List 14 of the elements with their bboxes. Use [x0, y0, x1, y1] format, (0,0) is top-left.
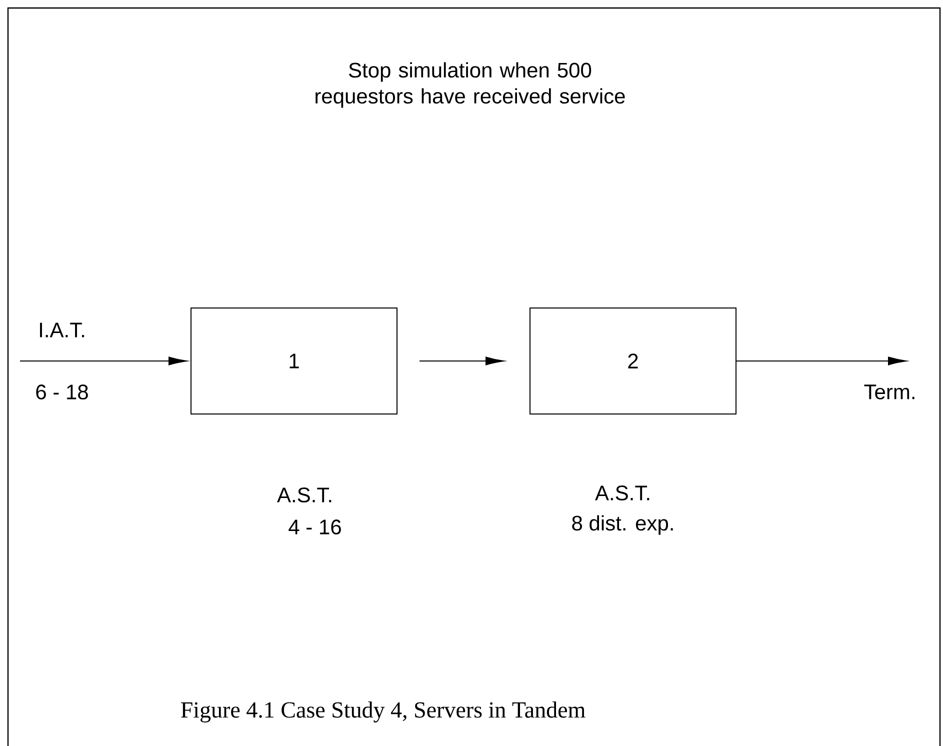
caption: Figure 4.1 Case Study 4, Servers in Tandem [181, 702, 586, 722]
server-box: 1 [190, 308, 398, 414]
arrow [20, 356, 187, 366]
server-box: 2 [530, 308, 736, 414]
edge-label: I.A.T. [40, 322, 84, 338]
service-time-label: 4 - 16 [288, 520, 341, 534]
service-time-label: A.S.T. [595, 486, 650, 500]
service-time-label: 8 dist. exp. [572, 515, 673, 535]
service-time-label: A.S.T. [277, 488, 332, 502]
arrow [420, 356, 504, 366]
edge-label: Term. [864, 384, 914, 400]
arrow [736, 356, 906, 366]
interarrival-label: 6 - 18 [36, 384, 88, 400]
title: Stop simulation when 500 requestors have received service [316, 62, 625, 108]
